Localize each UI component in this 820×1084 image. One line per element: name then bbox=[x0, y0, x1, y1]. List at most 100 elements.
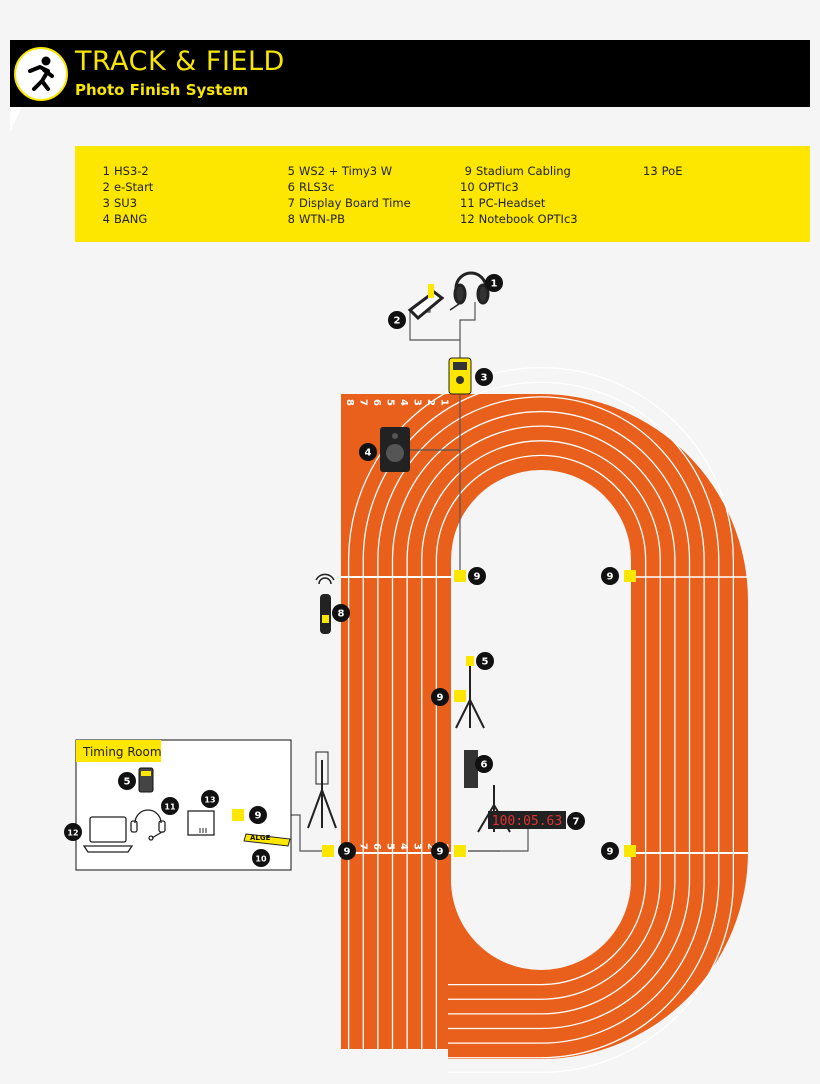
legend-item-number: 13 bbox=[643, 164, 658, 178]
callout-badge bbox=[485, 274, 503, 292]
callout-number: 1 bbox=[491, 279, 498, 290]
legend-item-number: 3 bbox=[102, 196, 110, 210]
legend-item-number: 7 bbox=[287, 196, 295, 210]
legend-item-label: RLS3c bbox=[299, 180, 335, 194]
track-infield bbox=[451, 470, 631, 970]
callout-badge bbox=[388, 311, 406, 329]
lane-line bbox=[406, 425, 676, 1049]
callout-number: 3 bbox=[481, 373, 488, 384]
display-board-time: 100:05.63 bbox=[492, 814, 562, 829]
callout-badge bbox=[476, 652, 494, 670]
header-tab bbox=[10, 107, 22, 132]
legend-item: 6 RLS3c bbox=[283, 179, 411, 195]
callout-badge bbox=[431, 842, 449, 860]
legend-item-label: e-Start bbox=[114, 180, 154, 194]
lane-line bbox=[421, 440, 661, 1049]
lane-number: 4 bbox=[398, 399, 409, 406]
headset-icon bbox=[130, 809, 166, 841]
callout-badge bbox=[567, 812, 585, 830]
optic3-device-icon: ALGE bbox=[243, 833, 291, 847]
tripod-camera-icon bbox=[307, 751, 337, 829]
callout-number: 9 bbox=[344, 847, 351, 858]
lane-number: 7 bbox=[358, 843, 369, 850]
legend-item-label: WTN-PB bbox=[299, 212, 345, 226]
lane-number: 5 bbox=[385, 399, 396, 406]
callout-badge bbox=[601, 842, 619, 860]
lane-number: 3 bbox=[412, 843, 423, 850]
lane-number: 7 bbox=[358, 399, 369, 406]
legend-item-number: 2 bbox=[102, 180, 110, 194]
legend-item-label: PoE bbox=[661, 164, 683, 178]
connector-squares bbox=[232, 570, 636, 857]
lane-number: 8 bbox=[344, 399, 355, 406]
runner-icon bbox=[14, 47, 68, 101]
legend-item-label: SU3 bbox=[114, 196, 138, 210]
callout-badge bbox=[118, 772, 136, 790]
callout-badge bbox=[475, 755, 493, 773]
legend-item-label: OPTIc3 bbox=[478, 180, 519, 194]
callout-number: 9 bbox=[255, 811, 262, 822]
legend-item-label: WS2 + Timy3 W bbox=[299, 164, 393, 178]
callout-badge bbox=[431, 688, 449, 706]
lane-number: 4 bbox=[398, 843, 409, 850]
legend-item-label: Stadium Cabling bbox=[476, 164, 571, 178]
speaker-icon bbox=[380, 427, 410, 472]
e-start-icon bbox=[407, 284, 445, 321]
lane-number: 1 bbox=[439, 399, 450, 406]
legend-item-label: HS3-2 bbox=[114, 164, 149, 178]
callout-number: 6 bbox=[481, 760, 488, 771]
callout-badge bbox=[252, 849, 270, 867]
tripod-ws2-icon bbox=[455, 656, 485, 729]
legend-item-number: 6 bbox=[287, 180, 295, 194]
lane-number: 2 bbox=[425, 843, 436, 850]
lane-line bbox=[391, 410, 691, 1049]
legend-item: 3 SU3 bbox=[98, 195, 153, 211]
callout-badge bbox=[601, 567, 619, 585]
callout-badge bbox=[64, 823, 82, 841]
callout-number: 4 bbox=[365, 448, 372, 459]
legend-item: 5 WS2 + Timy3 W bbox=[283, 163, 411, 179]
lane-number: 6 bbox=[371, 843, 382, 850]
callout-number: 9 bbox=[607, 847, 614, 858]
callout-badge bbox=[359, 443, 377, 461]
callout-number: 13 bbox=[204, 796, 215, 805]
callout-badge bbox=[201, 790, 219, 808]
callout-badge bbox=[249, 806, 267, 824]
wtn-pb-icon bbox=[315, 573, 335, 634]
callout-number: 11 bbox=[164, 803, 176, 812]
callout-number: 2 bbox=[394, 316, 401, 327]
legend-item-label: BANG bbox=[114, 212, 148, 226]
header-banner: TRACK & FIELD Photo Finish System bbox=[10, 40, 810, 107]
legend-item-label: Notebook OPTIc3 bbox=[478, 212, 578, 226]
callout-badge bbox=[161, 797, 179, 815]
callout-number: 9 bbox=[437, 847, 444, 858]
lane-number: 6 bbox=[371, 399, 382, 406]
callout-number: 5 bbox=[124, 777, 131, 788]
poe-box-icon bbox=[187, 810, 215, 836]
page-title: TRACK & FIELD bbox=[75, 46, 285, 77]
notebook-icon bbox=[82, 816, 134, 853]
callout-number: 12 bbox=[67, 829, 78, 838]
legend-item-number: 12 bbox=[460, 212, 475, 226]
lane-number: 2 bbox=[425, 399, 436, 406]
lane-number: 3 bbox=[412, 399, 423, 406]
tripod-rls3c-icon bbox=[464, 750, 511, 833]
callout-number: 9 bbox=[607, 572, 614, 583]
legend-item-number: 10 bbox=[460, 180, 475, 194]
callout-badge bbox=[338, 842, 356, 860]
lane-number: 5 bbox=[385, 843, 396, 850]
su3-icon bbox=[448, 357, 472, 395]
callout-number: 5 bbox=[482, 657, 489, 668]
legend-item-label: PC-Headset bbox=[478, 196, 546, 210]
legend-item-number: 5 bbox=[287, 164, 295, 178]
remote-icon bbox=[138, 767, 154, 793]
